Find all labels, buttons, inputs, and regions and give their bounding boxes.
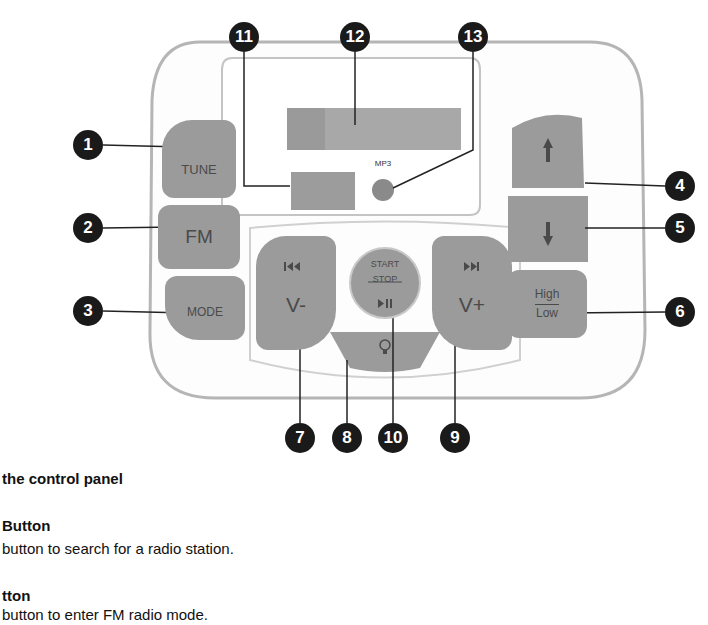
lcd-screen	[287, 108, 461, 150]
lcd-segment	[287, 108, 325, 150]
button-text: MP3	[375, 160, 391, 169]
display-bezel	[222, 58, 480, 215]
heading-text: tton	[2, 587, 30, 604]
heading-text: Button	[2, 517, 50, 534]
usb-port	[291, 172, 355, 210]
button-text: TUNE	[181, 163, 216, 177]
mp3-jack	[372, 179, 394, 201]
callout-number: 4	[665, 171, 695, 201]
up-icon	[543, 138, 553, 162]
down-icon	[543, 222, 553, 246]
callout-number: 11	[229, 22, 259, 52]
start-stop-button: START STOP	[349, 247, 421, 319]
button-text: MODE	[187, 306, 223, 319]
tune-button: TUNE	[162, 120, 236, 198]
callout-number: 1	[73, 130, 103, 160]
callout-number: 10	[378, 423, 408, 453]
callout-number: 7	[285, 423, 315, 453]
fm-button: FM	[158, 205, 240, 269]
mp3-label: MP3	[368, 158, 398, 170]
callout-number: 13	[458, 22, 488, 52]
high-low-button: HighLow	[507, 270, 587, 338]
heading-text: the control panel	[2, 470, 123, 487]
body-text: button to search for a radio station.	[2, 540, 234, 557]
button-text: V-	[286, 293, 306, 316]
mode-button: MODE	[165, 276, 245, 340]
callout-number: 8	[332, 423, 362, 453]
button-text: High	[535, 288, 560, 304]
center-bezel	[250, 222, 520, 378]
callout-number: 5	[665, 213, 695, 243]
callout-number: 6	[665, 297, 695, 327]
volume-down-button: V-	[256, 236, 336, 350]
button-text: FM	[185, 227, 212, 248]
callout-number: 2	[73, 213, 103, 243]
panel-housing	[150, 42, 645, 398]
body-text: button to enter FM radio mode.	[2, 606, 208, 623]
callout-number: 3	[73, 296, 103, 326]
button-text: START	[371, 260, 400, 270]
callout-number: 9	[440, 423, 470, 453]
button-text: STOP	[373, 275, 397, 285]
down-button	[508, 196, 588, 262]
callout-number: 12	[340, 22, 370, 52]
light-icon	[380, 340, 390, 350]
button-text: Low	[536, 307, 558, 320]
volume-up-button: V+	[432, 236, 512, 350]
button-text: V+	[459, 293, 485, 316]
up-button	[512, 115, 584, 188]
